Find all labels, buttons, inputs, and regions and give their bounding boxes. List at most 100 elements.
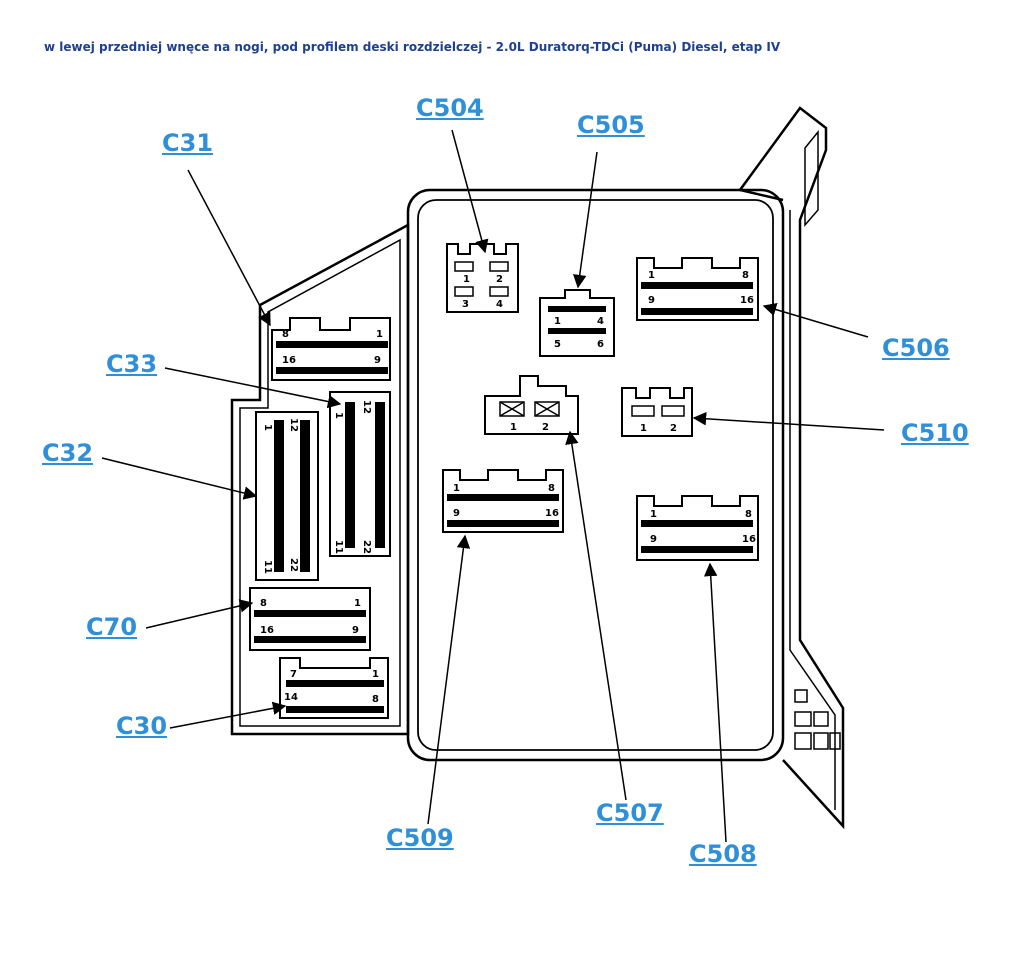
pin-label: 1 — [650, 509, 657, 520]
pin-row — [286, 680, 384, 687]
terminal-cross — [534, 401, 560, 417]
terminal-cross — [499, 401, 525, 417]
pin-label: 1 — [510, 422, 517, 433]
pin-label: 14 — [284, 692, 298, 703]
label-c510[interactable]: C510 — [901, 419, 969, 447]
terminal — [661, 405, 685, 417]
pin-column — [274, 420, 284, 572]
label-c508[interactable]: C508 — [689, 840, 757, 868]
pin-label: 1 — [333, 412, 344, 419]
label-c33[interactable]: C33 — [106, 350, 158, 378]
pin-row — [286, 706, 384, 713]
pin-column — [300, 420, 310, 572]
leader-line-c31 — [187, 169, 271, 327]
label-c505[interactable]: C505 — [577, 111, 645, 139]
label-c32[interactable]: C32 — [42, 439, 94, 467]
pin-label: 8 — [372, 694, 379, 705]
leader-line-c507 — [565, 430, 627, 801]
pin-row — [254, 610, 366, 617]
pin-label: 1 — [262, 424, 273, 431]
diagram-caption: w lewej przedniej wnęce na nogi, pod pro… — [44, 40, 781, 54]
pin-label: 1 — [463, 274, 470, 285]
pin-row — [254, 636, 366, 643]
pin-row — [447, 520, 559, 527]
pin-label: 8 — [742, 270, 749, 281]
label-c31[interactable]: C31 — [162, 129, 214, 157]
pin-label: 9 — [453, 508, 460, 519]
pin-label: 3 — [462, 299, 469, 310]
right-bracket — [737, 106, 845, 830]
bracket-square — [829, 732, 841, 750]
pin-row — [548, 328, 606, 334]
connector-c30[interactable] — [279, 657, 389, 719]
pin-label: 4 — [496, 299, 503, 310]
pin-row — [641, 520, 753, 527]
pin-label: 4 — [597, 316, 604, 327]
pin-label: 16 — [282, 355, 296, 366]
terminal — [454, 261, 474, 272]
pin-label: 1 — [354, 598, 361, 609]
terminal — [631, 405, 655, 417]
label-c70[interactable]: C70 — [86, 613, 138, 641]
pin-label: 22 — [361, 540, 372, 554]
label-c509[interactable]: C509 — [386, 824, 454, 852]
label-c506[interactable]: C506 — [882, 334, 950, 362]
connector-c508[interactable] — [636, 495, 759, 561]
connector-c504[interactable] — [446, 243, 519, 313]
pin-label: 8 — [282, 329, 289, 340]
label-c30[interactable]: C30 — [116, 712, 168, 740]
pin-column — [375, 402, 385, 548]
right-bracket-inner — [789, 210, 836, 810]
terminal — [489, 261, 509, 272]
pin-label: 7 — [290, 669, 297, 680]
leader-line-c504 — [451, 129, 489, 254]
pin-label: 12 — [288, 418, 299, 432]
terminal — [454, 286, 474, 297]
pin-label: 1 — [648, 270, 655, 281]
main-box-inner — [417, 199, 774, 751]
pin-label: 1 — [640, 423, 647, 434]
pin-row — [447, 494, 559, 501]
leader-line-c32 — [101, 457, 258, 500]
pin-label: 2 — [670, 423, 677, 434]
pin-label: 11 — [333, 540, 344, 554]
bracket-square — [794, 732, 812, 750]
pin-row — [641, 308, 753, 315]
pin-label: 11 — [262, 560, 273, 574]
label-c507[interactable]: C507 — [596, 799, 664, 827]
bracket-square — [813, 711, 829, 727]
pin-label: 1 — [453, 483, 460, 494]
connector-c31[interactable] — [271, 317, 391, 381]
pin-label: 1 — [376, 329, 383, 340]
leader-line-c509 — [427, 534, 471, 825]
pin-label: 16 — [740, 295, 754, 306]
leader-line-c33 — [164, 367, 342, 409]
bracket-square — [813, 732, 829, 750]
pin-label: 16 — [742, 534, 756, 545]
leader-line-c508 — [703, 562, 727, 843]
pin-label: 12 — [361, 400, 372, 414]
pin-label: 8 — [548, 483, 555, 494]
pin-column — [345, 402, 355, 548]
right-bracket-rib — [804, 129, 819, 228]
pin-label: 9 — [650, 534, 657, 545]
main-box-outer — [406, 188, 785, 762]
connector-c510[interactable] — [621, 387, 693, 437]
leader-line-c30 — [169, 701, 287, 729]
pin-label: 16 — [545, 508, 559, 519]
pin-label: 8 — [260, 598, 267, 609]
pin-label: 8 — [745, 509, 752, 520]
pin-label: 2 — [496, 274, 503, 285]
pin-label: 6 — [597, 339, 604, 350]
pin-label: 5 — [554, 339, 561, 350]
pin-row — [276, 367, 388, 374]
pin-row — [641, 282, 753, 289]
connector-c70[interactable] — [249, 587, 371, 651]
pin-label: 9 — [648, 295, 655, 306]
pin-label: 22 — [288, 558, 299, 572]
pin-label: 1 — [372, 669, 379, 680]
connector-c507[interactable] — [484, 375, 579, 435]
label-c504[interactable]: C504 — [416, 94, 484, 122]
leader-line-c506 — [762, 303, 869, 338]
